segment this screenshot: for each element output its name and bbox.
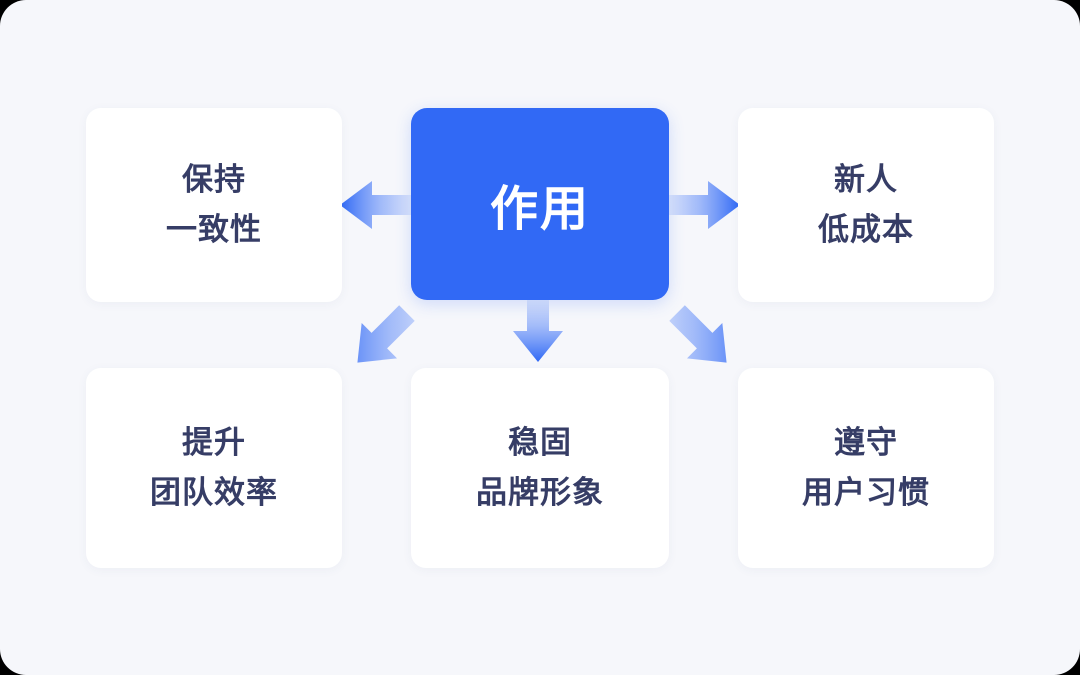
node-label-line2: 低成本 [818, 212, 914, 247]
node-label-line1: 新人 [834, 161, 898, 197]
node-label-line2: 用户习惯 [802, 475, 930, 510]
node-card-team-efficiency[interactable]: 提升 团队效率 [86, 368, 342, 568]
node-label-line1: 遵守 [834, 424, 898, 460]
node-card-keep-consistency[interactable]: 保持 一致性 [86, 108, 342, 302]
node-label-line1: 提升 [182, 424, 246, 460]
node-card-user-habits[interactable]: 遵守 用户习惯 [738, 368, 994, 568]
center-hub-card[interactable]: 作用 [411, 108, 669, 300]
node-label-line2: 一致性 [166, 212, 262, 247]
node-card-brand-image[interactable]: 稳固 品牌形象 [411, 368, 669, 568]
node-label-line1: 保持 [182, 161, 246, 197]
arrow-down-left-icon [344, 294, 426, 376]
node-card-newcomer-low-cost[interactable]: 新人 低成本 [738, 108, 994, 302]
arrow-left-icon [340, 176, 416, 234]
center-hub-label: 作用 [489, 183, 590, 236]
arrow-right-icon [664, 176, 740, 234]
node-label-line2: 品牌形象 [476, 475, 604, 510]
node-label-line1: 稳固 [508, 424, 572, 460]
arrow-down-right-icon [658, 294, 740, 376]
arrow-down-icon [508, 296, 568, 362]
node-label-line2: 团队效率 [150, 475, 278, 510]
